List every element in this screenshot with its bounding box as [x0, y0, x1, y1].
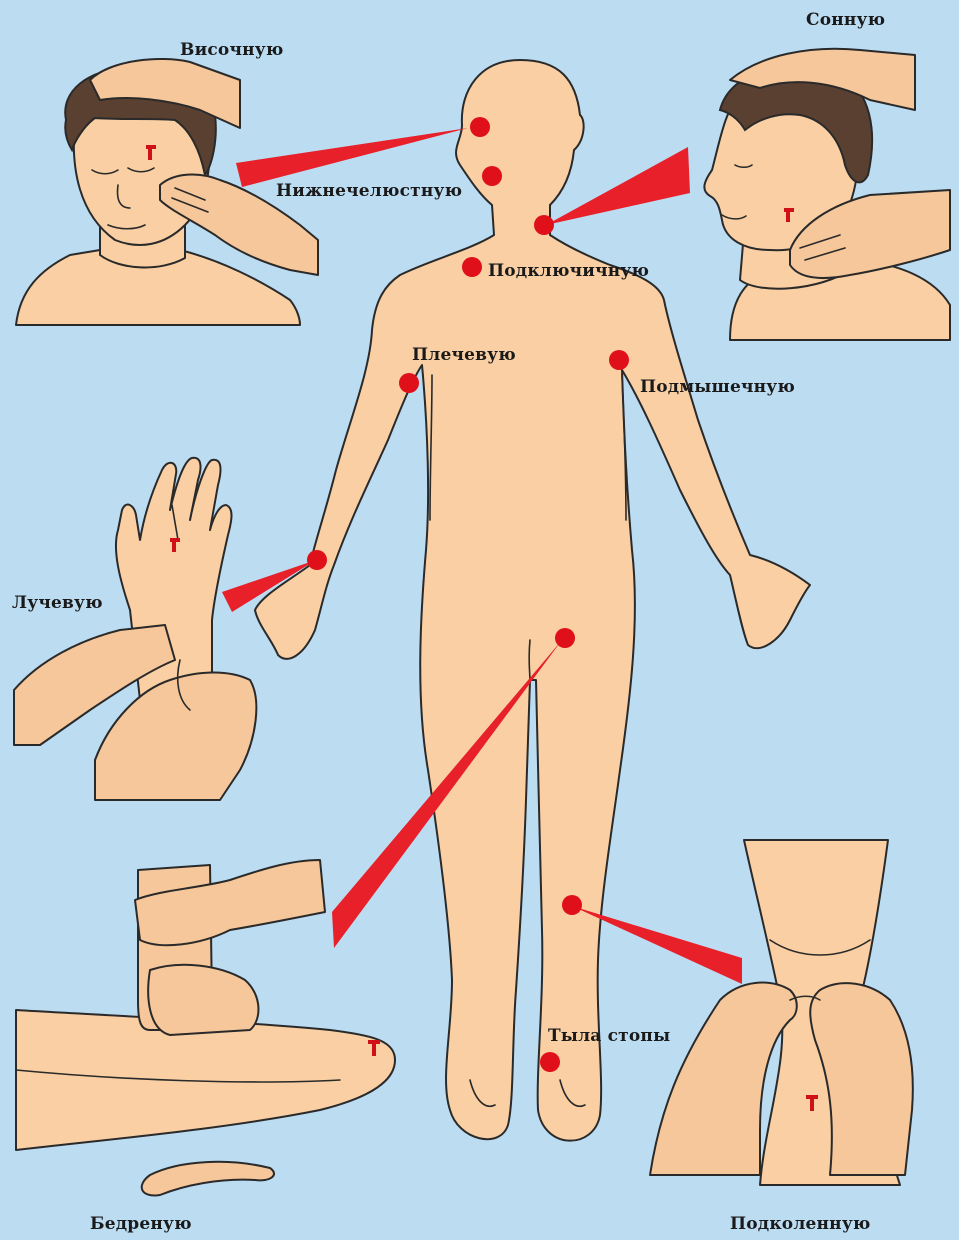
temporal-ray	[236, 128, 468, 187]
brachial-point	[399, 373, 419, 393]
label-dorsal-foot: Тыла стопы	[548, 1026, 670, 1046]
label-subclavian: Подключичную	[488, 261, 649, 281]
popliteal-pulse-illustration	[650, 840, 913, 1185]
femoral-point	[555, 628, 575, 648]
axillary-point	[609, 350, 629, 370]
label-axillary: Подмышечную	[640, 377, 795, 397]
radial-pulse-illustration	[14, 458, 256, 800]
mandibular-point	[482, 166, 502, 186]
dorsal-foot-point	[540, 1052, 560, 1072]
label-radial: Лучевую	[12, 593, 103, 613]
label-mandibular: Нижнечелюстную	[276, 181, 462, 201]
temporal-pulse-illustration	[16, 59, 318, 325]
subclavian-point	[462, 257, 482, 277]
temporal-point	[470, 117, 490, 137]
popliteal-point	[562, 895, 582, 915]
label-brachial: Плечевую	[412, 345, 516, 365]
carotid-pulse-illustration	[704, 49, 950, 340]
radial-point	[307, 550, 327, 570]
carotid-point	[534, 215, 554, 235]
label-carotid: Сонную	[806, 10, 885, 30]
label-femoral: Бедреную	[90, 1214, 192, 1234]
label-temporal: Височную	[180, 40, 283, 60]
label-popliteal: Подколенную	[730, 1214, 871, 1234]
